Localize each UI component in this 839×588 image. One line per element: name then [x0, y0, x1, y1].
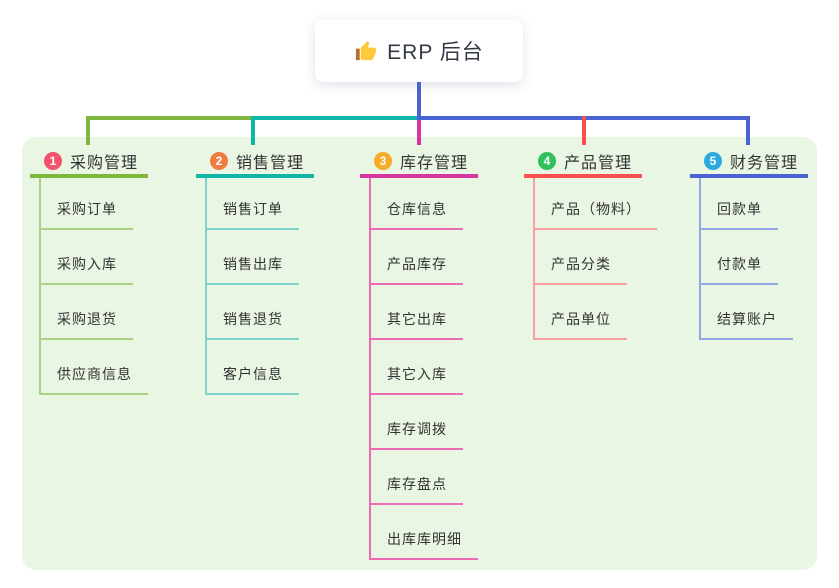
branch-label: 销售管理: [236, 155, 305, 172]
branch-number-badge: 4: [538, 152, 556, 170]
branch-child-line: [39, 178, 41, 395]
branch-child-line: [699, 178, 701, 340]
branch-number-badge: 2: [210, 152, 228, 170]
branch-child-line: [369, 178, 371, 560]
node-stock-taking[interactable]: 库存盘点: [369, 450, 463, 505]
branch-sales-header[interactable]: 2 销售管理: [196, 148, 314, 178]
branch-finance-header[interactable]: 5 财务管理: [690, 148, 808, 178]
connector-branch3-drop: [417, 120, 421, 145]
node-purchase-inbound[interactable]: 采购入库: [39, 230, 133, 285]
branch-label: 产品管理: [564, 155, 633, 172]
node-product-unit[interactable]: 产品单位: [533, 285, 627, 340]
root-node-label: ERP 后台: [387, 41, 484, 64]
node-customer-info[interactable]: 客户信息: [205, 340, 299, 395]
branch-number-badge: 5: [704, 152, 722, 170]
node-warehouse-info[interactable]: 仓库信息: [369, 175, 463, 230]
node-product-material[interactable]: 产品（物料）: [533, 175, 657, 230]
connector-branch5-drop: [746, 116, 750, 145]
connector-branch1-drop: [86, 116, 90, 145]
node-settlement-account[interactable]: 结算账户: [699, 285, 793, 340]
branch-inventory-header[interactable]: 3 库存管理: [360, 148, 478, 178]
branch-label: 库存管理: [400, 155, 469, 172]
branch-label: 财务管理: [730, 155, 799, 172]
node-other-outbound[interactable]: 其它出库: [369, 285, 463, 340]
node-stock-transfer[interactable]: 库存调拨: [369, 395, 463, 450]
branch-number-badge: 3: [374, 152, 392, 170]
node-payment-bill[interactable]: 付款单: [699, 230, 778, 285]
branch-finance: 5 财务管理 回款单 付款单 结算账户: [690, 148, 808, 340]
connector-root-vertical: [417, 82, 421, 120]
connector-horizontal-teal: [251, 116, 419, 120]
node-outbound-detail[interactable]: 出库库明细: [369, 505, 478, 560]
node-product-stock[interactable]: 产品库存: [369, 230, 463, 285]
branch-purchase: 1 采购管理 采购订单 采购入库 采购退货 供应商信息: [30, 148, 148, 395]
branch-number-badge: 1: [44, 152, 62, 170]
thumbs-up-icon: [356, 40, 377, 60]
branch-purchase-header[interactable]: 1 采购管理: [30, 148, 148, 178]
node-product-category[interactable]: 产品分类: [533, 230, 627, 285]
node-receipt-bill[interactable]: 回款单: [699, 175, 778, 230]
node-supplier-info[interactable]: 供应商信息: [39, 340, 148, 395]
node-sales-order[interactable]: 销售订单: [205, 175, 299, 230]
branch-sales: 2 销售管理 销售订单 销售出库 销售退货 客户信息: [196, 148, 314, 395]
background-panel: [22, 137, 817, 570]
node-sales-outbound[interactable]: 销售出库: [205, 230, 299, 285]
branch-child-line: [533, 178, 535, 340]
connector-branch2-drop: [251, 116, 255, 145]
branch-product: 4 产品管理 产品（物料） 产品分类 产品单位: [524, 148, 657, 340]
node-sales-return[interactable]: 销售退货: [205, 285, 299, 340]
node-purchase-order[interactable]: 采购订单: [39, 175, 133, 230]
root-node[interactable]: ERP 后台: [315, 20, 523, 82]
branch-label: 采购管理: [70, 155, 139, 172]
branch-product-header[interactable]: 4 产品管理: [524, 148, 642, 178]
branch-child-line: [205, 178, 207, 395]
branch-inventory: 3 库存管理 仓库信息 产品库存 其它出库 其它入库 库存调拨 库存盘点 出库库…: [360, 148, 478, 560]
connector-branch4-drop: [582, 116, 586, 145]
node-purchase-return[interactable]: 采购退货: [39, 285, 133, 340]
connector-horizontal-green: [86, 116, 253, 120]
node-other-inbound[interactable]: 其它入库: [369, 340, 463, 395]
